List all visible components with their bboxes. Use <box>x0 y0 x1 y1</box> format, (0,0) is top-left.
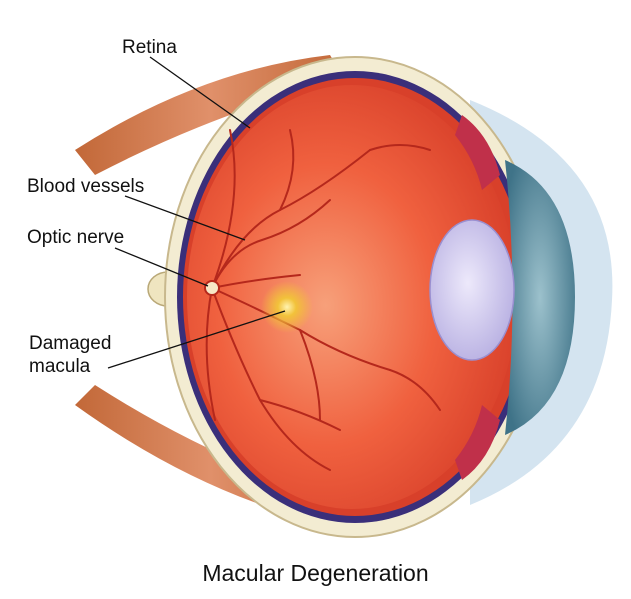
damaged-macula-label-line1: Damaged <box>29 333 112 354</box>
leader-lines <box>107 56 286 369</box>
optic-disc <box>204 280 220 296</box>
iris <box>505 160 575 435</box>
lens <box>429 219 515 361</box>
blood-vessels-label: Blood vessels <box>27 176 145 197</box>
damaged-macula <box>261 281 313 333</box>
damaged-macula-leader <box>107 310 286 369</box>
optic-nerve-leader <box>114 247 209 287</box>
retina-label: Retina <box>122 37 177 58</box>
diagram-title: Macular Degeneration <box>202 560 429 586</box>
ciliary-body-top <box>455 115 500 190</box>
optic-nerve-label: Optic nerve <box>27 227 125 248</box>
damaged-macula-label-line2: macula <box>29 356 91 377</box>
retina-leader <box>149 56 251 129</box>
blood-vessel-network <box>205 129 441 471</box>
ciliary-body-bottom <box>455 405 500 480</box>
blood-vessels-leader <box>124 195 246 241</box>
